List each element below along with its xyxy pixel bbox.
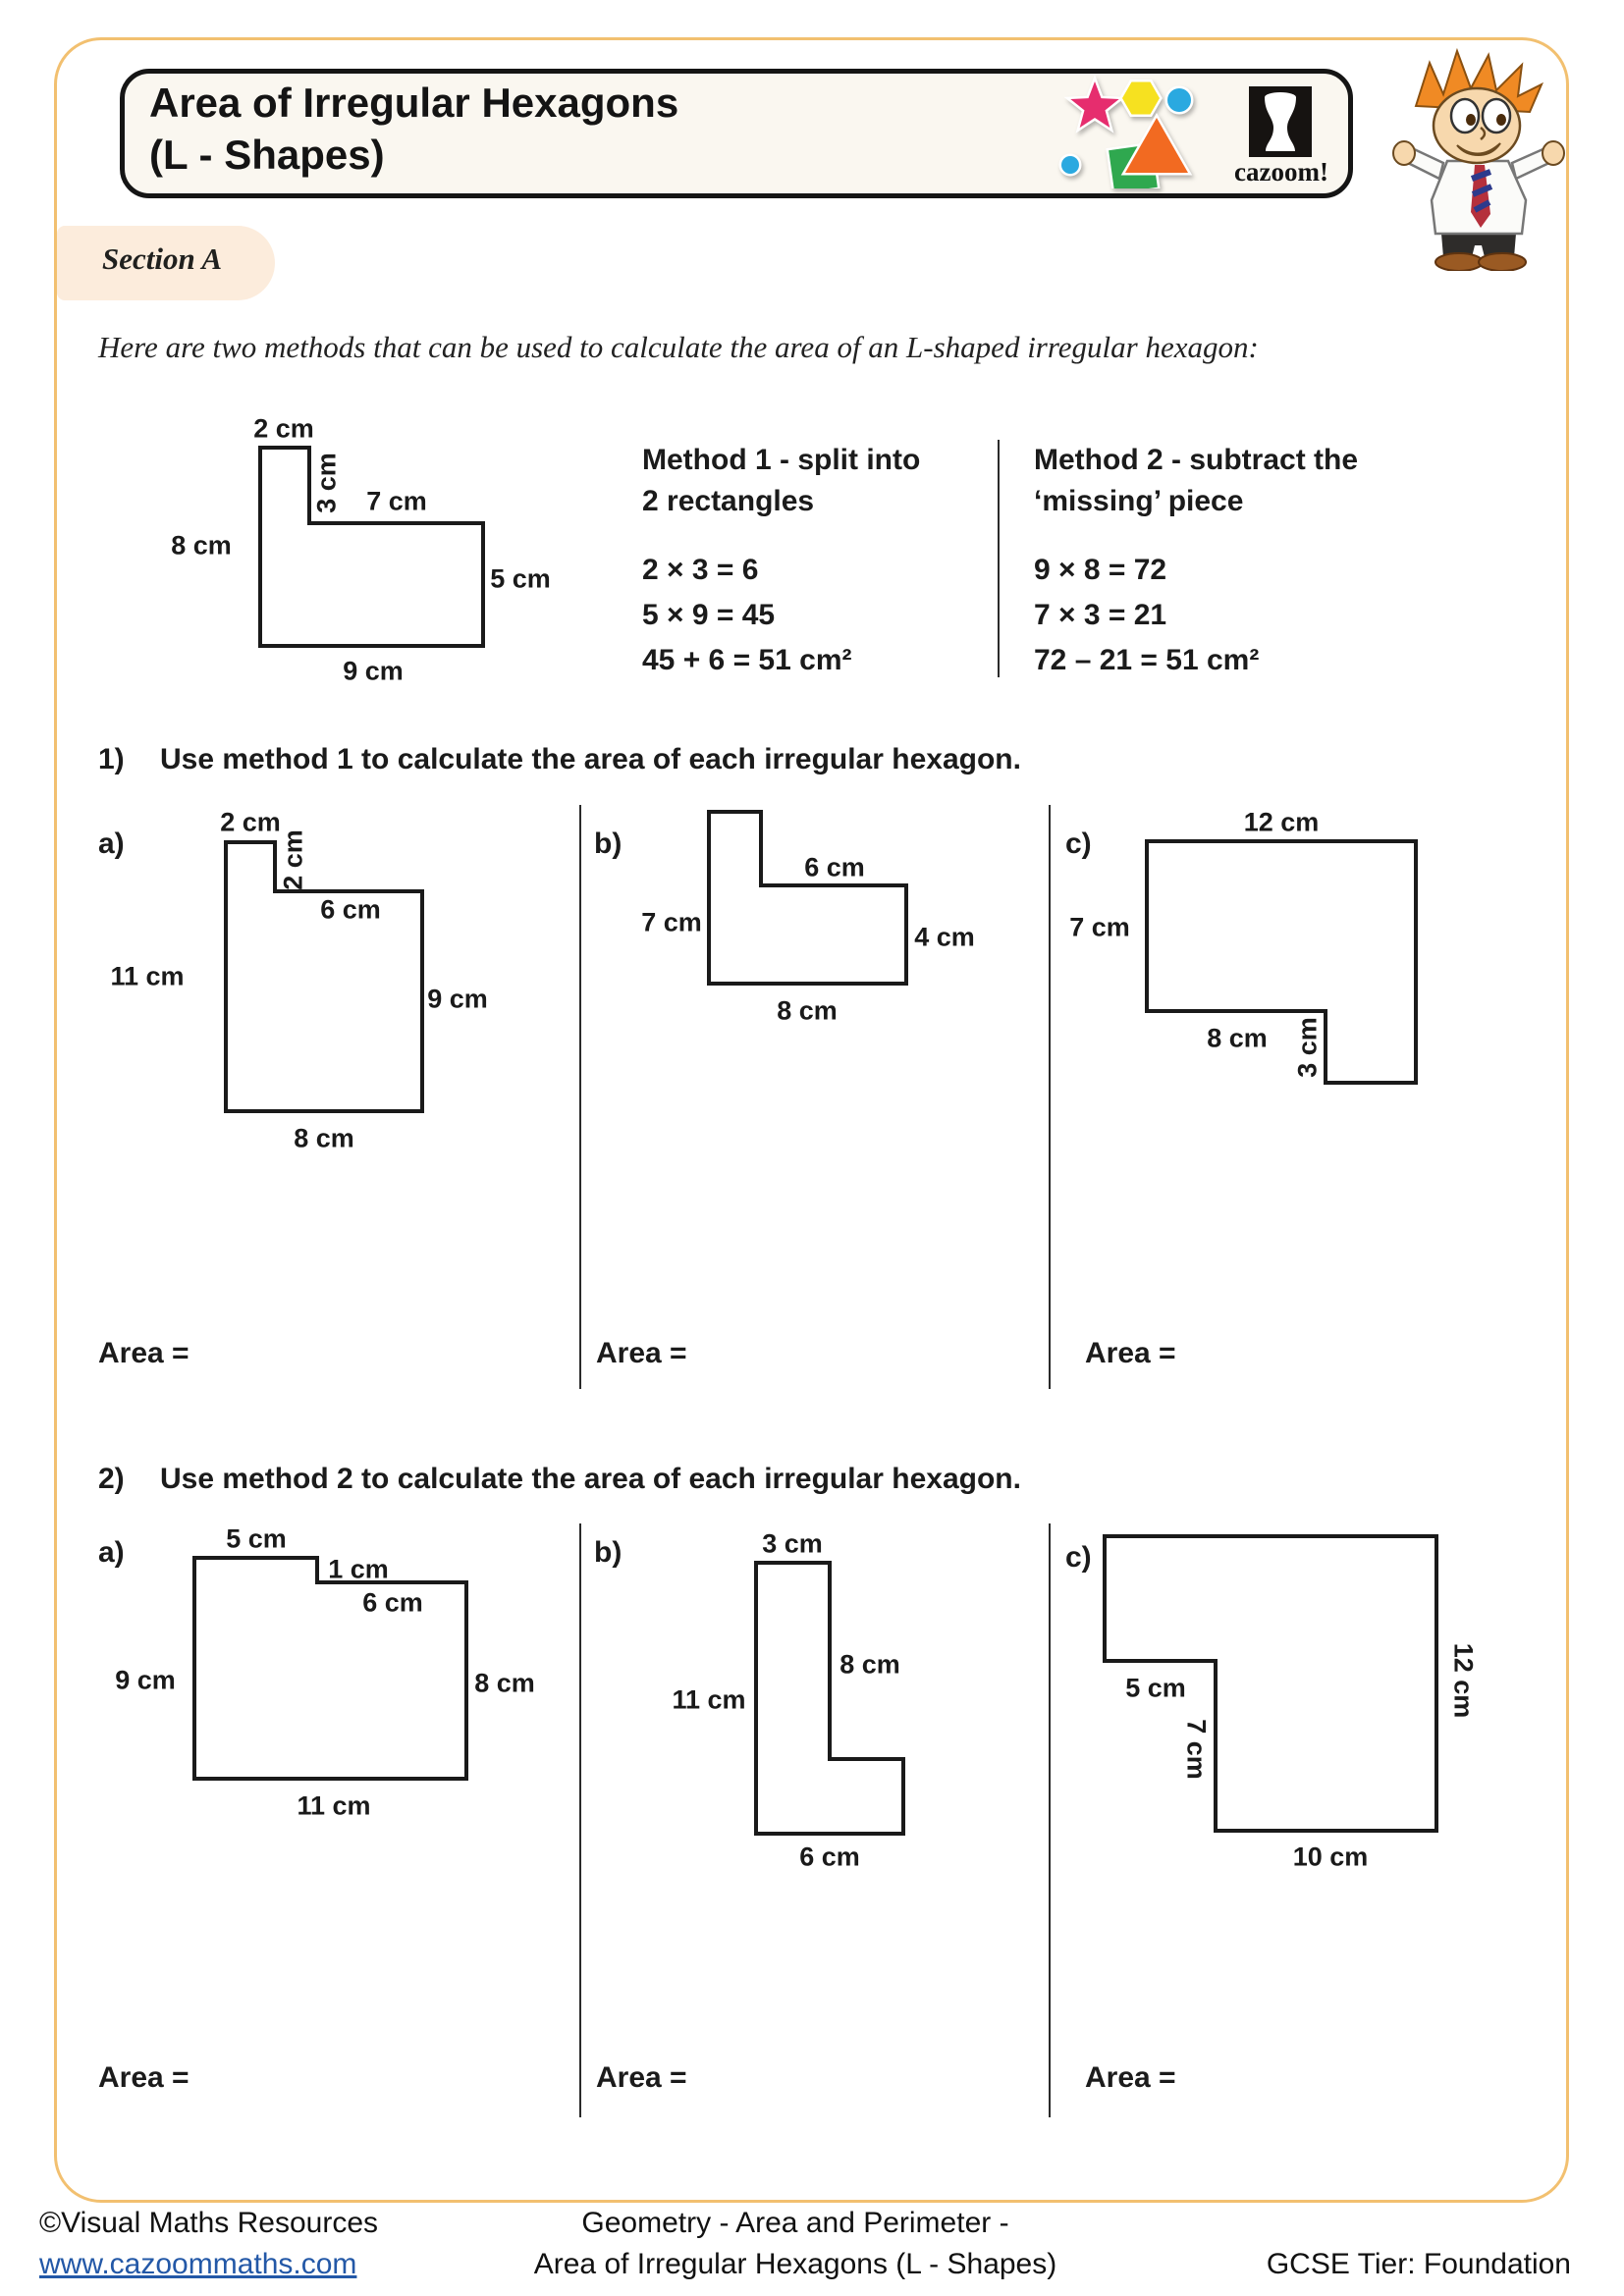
method2-title-line2: ‘missing’ piece xyxy=(1034,485,1244,517)
q1c-dim-top: 12 cm xyxy=(1243,807,1320,837)
q2a-area-label: Area = xyxy=(98,2061,189,2094)
example-dim-step: 3 cm xyxy=(311,453,342,513)
q2-prompt: Use method 2 to calculate the area of ea… xyxy=(160,1463,1021,1495)
shapes-cluster-icon xyxy=(1058,75,1194,188)
q1a-dim-mid: 6 cm xyxy=(320,894,381,925)
q2b-dim-top: 3 cm xyxy=(762,1528,823,1559)
example-dim-mid: 7 cm xyxy=(366,486,427,516)
q1-number: 1) xyxy=(98,743,125,775)
page-title-line2: (L - Shapes) xyxy=(149,132,385,178)
q2-divider-ab xyxy=(579,1523,581,2117)
section-banner xyxy=(57,226,275,300)
circle-icon xyxy=(1164,85,1194,115)
hexagon-icon xyxy=(1119,80,1163,117)
method1-title-line1: Method 1 - split into xyxy=(642,444,921,476)
q2c-dim-right: 12 cm xyxy=(1448,1642,1479,1719)
example-dim-bottom: 9 cm xyxy=(343,656,404,686)
q1c-dim-step-h: 8 cm xyxy=(1207,1023,1268,1053)
q1a-label: a) xyxy=(98,828,125,860)
q1-divider-bc xyxy=(1049,805,1051,1389)
q2a-dim-bottom: 11 cm xyxy=(297,1790,371,1821)
q2a-dim-left: 9 cm xyxy=(115,1665,176,1695)
q1c-dim-left: 7 cm xyxy=(1069,912,1130,942)
q1b-dim-mid: 6 cm xyxy=(804,852,865,882)
q1b-dim-right: 4 cm xyxy=(914,922,975,952)
q1c-label: c) xyxy=(1065,828,1092,860)
q2c-area-label: Area = xyxy=(1085,2061,1176,2094)
page-title-line1: Area of Irregular Hexagons xyxy=(149,80,679,126)
method2-workings: 9 × 8 = 72 7 × 3 = 21 72 – 21 = 51 cm² xyxy=(1034,548,1259,683)
q2b-label: b) xyxy=(594,1536,623,1569)
footer-website-link[interactable]: www.cazoommaths.com xyxy=(39,2248,357,2280)
q1b-dim-left: 7 cm xyxy=(641,907,702,937)
method2-eq2: 7 × 3 = 21 xyxy=(1034,599,1167,631)
method2-title-line1: Method 2 - subtract the xyxy=(1034,444,1359,476)
q2a-dim-step: 1 cm xyxy=(328,1554,389,1584)
q1b-dim-bottom: 8 cm xyxy=(777,995,838,1026)
intro-text: Here are two methods that can be used to… xyxy=(98,330,1259,364)
q1a-dim-step: 2 cm xyxy=(278,829,308,890)
q2-number: 2) xyxy=(98,1463,125,1495)
q1a-area-label: Area = xyxy=(98,1337,189,1369)
cazoom-brand-text: cazoom! xyxy=(1234,157,1328,187)
worksheet-border xyxy=(54,37,1569,2203)
q1b-area-label: Area = xyxy=(596,1337,687,1369)
q1a-dim-top: 2 cm xyxy=(220,807,281,837)
q2a-dim-mid: 6 cm xyxy=(362,1587,423,1618)
method1-workings: 2 × 3 = 6 5 × 9 = 45 45 + 6 = 51 cm² xyxy=(642,548,852,683)
q1a-dim-bottom: 8 cm xyxy=(294,1123,354,1153)
q1b-label: b) xyxy=(594,828,623,860)
method1-eq1: 2 × 3 = 6 xyxy=(642,554,759,586)
method2-title: Method 2 - subtract the ‘missing’ piece xyxy=(1034,440,1358,522)
example-dim-right: 5 cm xyxy=(490,563,551,594)
q2a-dim-right: 8 cm xyxy=(474,1668,535,1698)
q2c-dim-step-h: 5 cm xyxy=(1125,1673,1186,1703)
cazoom-drum-icon xyxy=(1249,86,1312,157)
method2-eq3: 72 – 21 = 51 cm² xyxy=(1034,644,1260,676)
q2b-dim-left: 11 cm xyxy=(672,1684,746,1715)
q1a-dim-left: 11 cm xyxy=(110,961,185,991)
q1-divider-ab xyxy=(579,805,581,1389)
q1c-dim-step-v: 3 cm xyxy=(1292,1017,1323,1078)
q2c-dim-bottom: 10 cm xyxy=(1292,1842,1369,1872)
q1a-dim-right: 9 cm xyxy=(427,984,488,1014)
q2-divider-bc xyxy=(1049,1523,1051,2117)
dot-icon xyxy=(1058,153,1082,177)
q2b-dim-bottom: 6 cm xyxy=(799,1842,860,1872)
method1-title-line2: 2 rectangles xyxy=(642,485,815,517)
method2-eq1: 9 × 8 = 72 xyxy=(1034,554,1167,586)
footer-topic-line1: Geometry - Area and Perimeter - xyxy=(581,2207,1009,2239)
q2a-dim-top: 5 cm xyxy=(226,1523,287,1554)
example-dim-left: 8 cm xyxy=(171,530,232,561)
q1-prompt: Use method 1 to calculate the area of ea… xyxy=(160,743,1021,775)
section-label: Section A xyxy=(102,241,223,276)
methods-divider xyxy=(998,440,1000,677)
q2c-dim-step-v: 7 cm xyxy=(1181,1719,1212,1780)
method1-title: Method 1 - split into 2 rectangles xyxy=(642,440,920,522)
q2a-label: a) xyxy=(98,1536,125,1569)
q1c-area-label: Area = xyxy=(1085,1337,1176,1369)
example-dim-top: 2 cm xyxy=(253,413,314,444)
method1-eq3: 45 + 6 = 51 cm² xyxy=(642,644,852,676)
footer-copyright: ©Visual Maths Resources xyxy=(39,2207,379,2239)
triangle-icon xyxy=(1120,112,1193,176)
footer-tier: GCSE Tier: Foundation xyxy=(1266,2248,1571,2280)
q2b-area-label: Area = xyxy=(596,2061,687,2094)
page-title: Area of Irregular Hexagons (L - Shapes) xyxy=(149,77,678,181)
footer-topic-line2: Area of Irregular Hexagons (L - Shapes) xyxy=(533,2248,1057,2280)
q2b-dim-right: 8 cm xyxy=(839,1649,900,1680)
method1-eq2: 5 × 9 = 45 xyxy=(642,599,776,631)
q2c-label: c) xyxy=(1065,1541,1092,1574)
star-icon xyxy=(1063,75,1126,133)
mascot-illustration xyxy=(1392,47,1565,271)
